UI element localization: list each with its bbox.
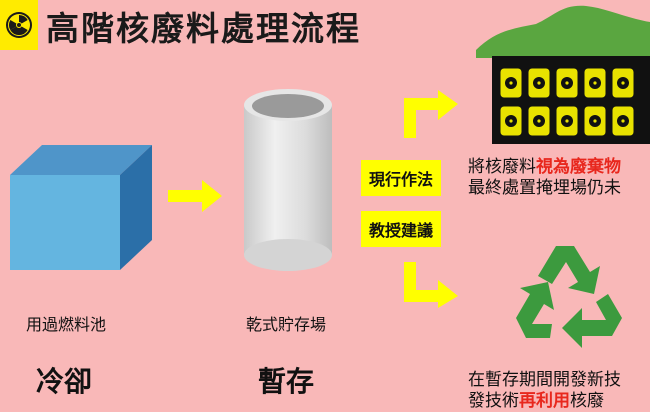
option-chip-current-practice: 現行作法 [361, 160, 442, 196]
radioactive-barrels [499, 67, 635, 137]
outcome-professor-suggestion: 在暫存期間開發新技 發技術再利用核廢 [468, 370, 621, 412]
outcome-current-highlight: 視為廢棄物 [536, 157, 621, 177]
fuel-pool-cube [0, 140, 165, 280]
arrow-down-right-icon [400, 262, 460, 308]
option-chip-professor-suggestion: 教授建議 [361, 211, 442, 247]
recycle-icon [512, 238, 632, 356]
header-radiation-badge [0, 0, 38, 50]
final-disposal-repository [476, 0, 650, 145]
outcome-current-line1-prefix: 將核廢料 [468, 157, 536, 177]
outcome-scholar-line2-prefix: 發技術 [468, 391, 519, 411]
step-label-dry-storage: 乾式貯存場 [246, 315, 327, 334]
step-label-fuel-pool: 用過燃料池 [26, 315, 107, 334]
dry-storage-cask [238, 85, 338, 275]
radiation-icon [0, 0, 38, 50]
page-title: 高階核廢料處理流程 [46, 9, 361, 48]
stage-label-cooling: 冷卻 [36, 365, 93, 398]
arrow-up-right-icon [400, 90, 460, 140]
outcome-current-line2: 最終處置掩埋場仍未 [468, 178, 621, 198]
outcome-scholar-line2-suffix: 核廢 [570, 391, 604, 411]
stage-label-interim: 暫存 [258, 365, 315, 398]
outcome-current-practice: 將核廢料視為廢棄物 最終處置掩埋場仍未 [468, 157, 621, 199]
arrow-right-icon [168, 178, 222, 214]
outcome-scholar-highlight: 再利用 [519, 391, 570, 411]
outcome-scholar-line1: 在暫存期間開發新技 [468, 370, 621, 390]
